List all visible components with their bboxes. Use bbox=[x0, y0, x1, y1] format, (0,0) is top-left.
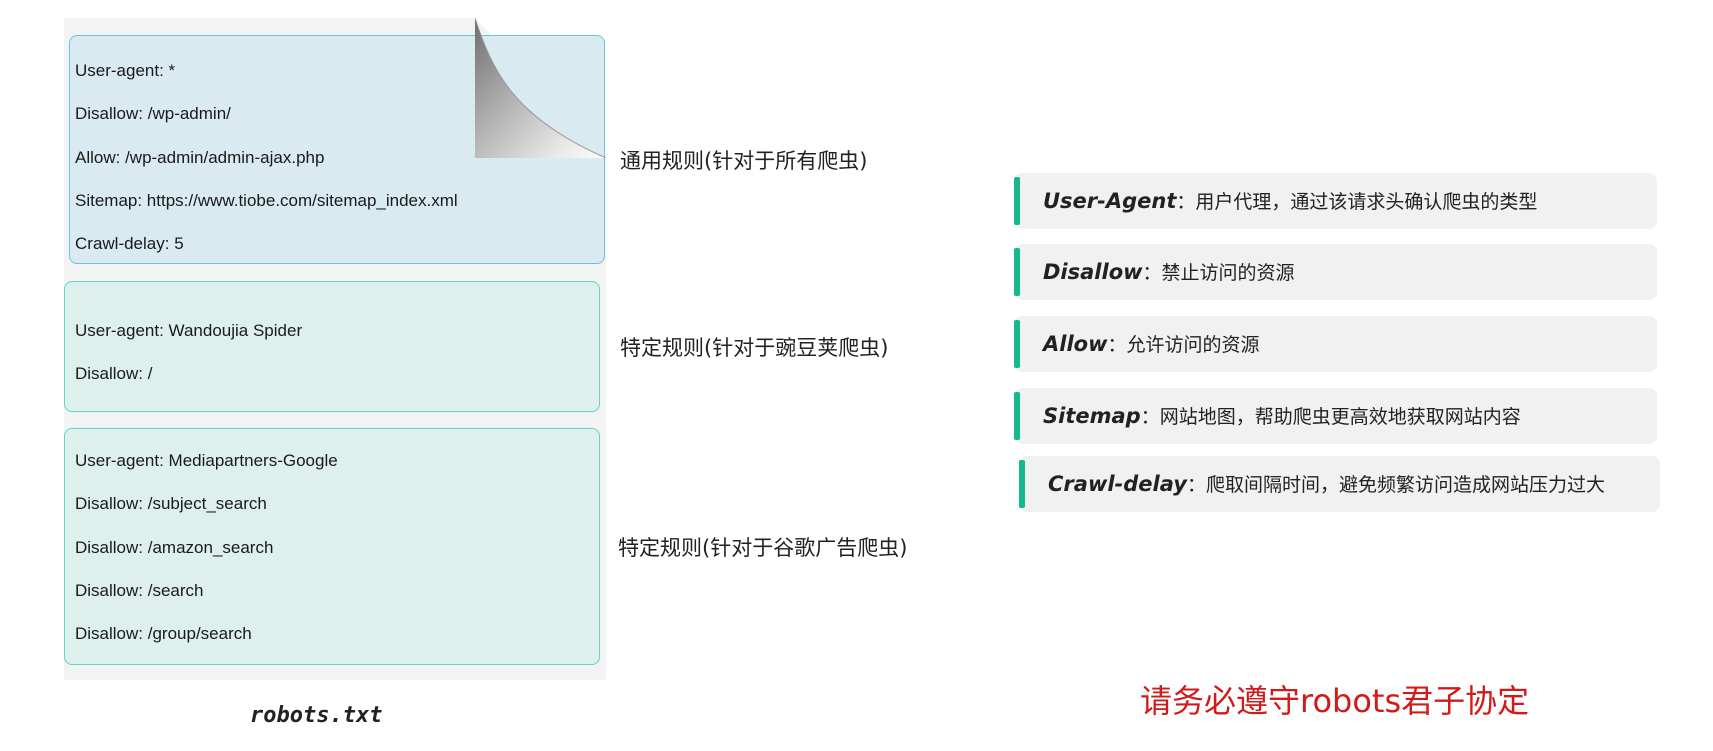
robots-line: Disallow: /subject_search bbox=[75, 494, 267, 513]
legend-term: Crawl-delay bbox=[1048, 472, 1187, 496]
legend-item-crawl-delay: Crawl-delay：爬取间隔时间，避免频繁访问造成网站压力过大 bbox=[1019, 456, 1660, 512]
legend-item-user-agent: User-Agent：用户代理，通过该请求头确认爬虫的类型 bbox=[1014, 173, 1657, 229]
legend-sep: ： bbox=[1142, 262, 1162, 284]
accent-bar bbox=[1014, 320, 1020, 368]
legend-text: Allow：允许访问的资源 bbox=[1043, 316, 1260, 373]
robots-line: Disallow: /wp-admin/ bbox=[75, 104, 231, 123]
robots-line: Allow: /wp-admin/admin-ajax.php bbox=[75, 148, 325, 167]
robots-line: Disallow: / bbox=[75, 364, 153, 383]
file-caption: robots.txt bbox=[250, 703, 383, 728]
legend-text: Sitemap：网站地图，帮助爬虫更高效地获取网站内容 bbox=[1043, 388, 1521, 445]
legend-term: User-Agent bbox=[1043, 189, 1177, 213]
robots-line: User-agent: Mediapartners-Google bbox=[75, 451, 338, 470]
legend-term: Disallow bbox=[1043, 260, 1143, 284]
legend-item-disallow: Disallow：禁止访问的资源 bbox=[1014, 244, 1657, 300]
legend-sep: ： bbox=[1107, 334, 1127, 356]
wandoujia-rule-label: 特定规则(针对于豌豆荚爬虫) bbox=[620, 336, 889, 360]
legend-item-sitemap: Sitemap：网站地图，帮助爬虫更高效地获取网站内容 bbox=[1014, 388, 1657, 444]
legend-item-allow: Allow：允许访问的资源 bbox=[1014, 316, 1657, 372]
legend-sep: ： bbox=[1186, 474, 1206, 496]
robots-line: Disallow: /amazon_search bbox=[75, 538, 274, 557]
legend-term: Sitemap bbox=[1043, 404, 1141, 428]
robots-line: Sitemap: https://www.tiobe.com/sitemap_i… bbox=[75, 191, 458, 210]
robots-line: Crawl-delay: 5 bbox=[75, 234, 184, 253]
google-rule-block bbox=[64, 428, 600, 665]
robots-line: Disallow: /group/search bbox=[75, 624, 252, 643]
legend-desc: 允许访问的资源 bbox=[1126, 334, 1260, 356]
legend-sep: ： bbox=[1140, 406, 1160, 428]
accent-bar bbox=[1014, 248, 1020, 296]
legend-desc: 用户代理，通过该请求头确认爬虫的类型 bbox=[1195, 191, 1538, 213]
accent-bar bbox=[1014, 177, 1020, 225]
legend-text: Disallow：禁止访问的资源 bbox=[1043, 244, 1295, 301]
robots-line: User-agent: * bbox=[75, 61, 176, 80]
legend-text: User-Agent：用户代理，通过该请求头确认爬虫的类型 bbox=[1043, 173, 1537, 230]
compliance-notice: 请务必遵守robots君子协定 bbox=[1140, 682, 1530, 720]
robots-line: User-agent: Wandoujia Spider bbox=[75, 321, 303, 340]
wandoujia-rule-block bbox=[64, 281, 600, 412]
general-rule-label: 通用规则(针对于所有爬虫) bbox=[620, 149, 868, 173]
legend-desc: 禁止访问的资源 bbox=[1161, 262, 1295, 284]
accent-bar bbox=[1019, 460, 1025, 508]
legend-desc: 爬取间隔时间，避免频繁访问造成网站压力过大 bbox=[1205, 474, 1605, 496]
legend-text: Crawl-delay：爬取间隔时间，避免频繁访问造成网站压力过大 bbox=[1048, 456, 1605, 513]
page-curl-icon bbox=[475, 18, 606, 158]
legend-term: Allow bbox=[1043, 332, 1108, 356]
accent-bar bbox=[1014, 392, 1020, 440]
legend-sep: ： bbox=[1176, 191, 1196, 213]
google-rule-label: 特定规则(针对于谷歌广告爬虫) bbox=[618, 536, 908, 560]
robots-line: Disallow: /search bbox=[75, 581, 204, 600]
legend-desc: 网站地图，帮助爬虫更高效地获取网站内容 bbox=[1159, 406, 1521, 428]
